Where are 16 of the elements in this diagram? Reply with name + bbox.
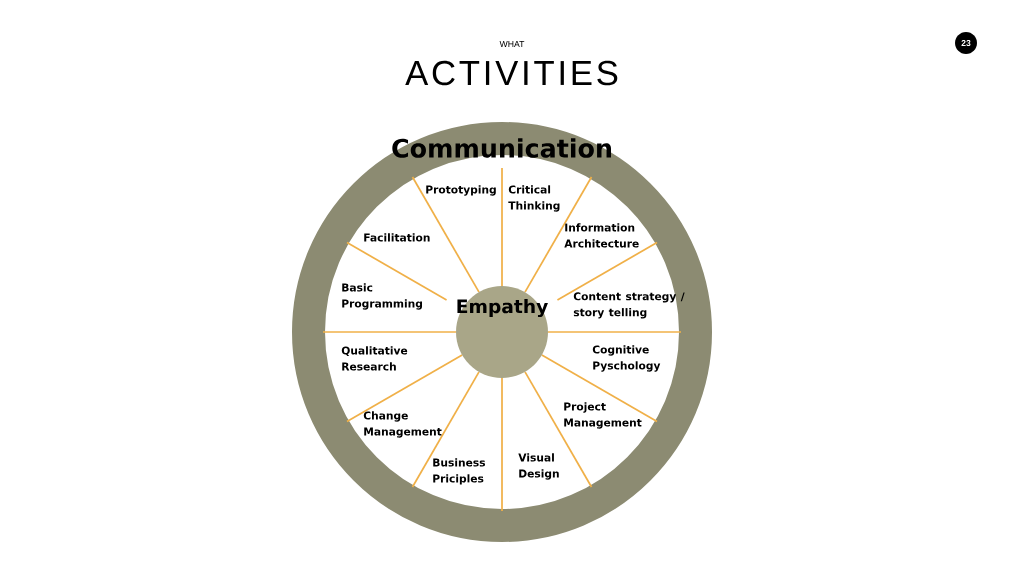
activity-label: Facilitation — [364, 233, 430, 242]
activity-label: Critical Thinking — [508, 185, 560, 212]
heading: WHAT — [499, 41, 525, 47]
activity-label: Cognitive Pyschology — [592, 345, 661, 372]
activity-label: Prototyping — [426, 185, 496, 196]
activity-label: Visual Design — [518, 453, 559, 480]
activity-label: Project Management — [564, 402, 642, 429]
activity-label: Information Architecture — [564, 223, 639, 248]
activity-label: Change Management — [363, 411, 442, 438]
activity-label: Content strategy / story telling — [573, 292, 685, 319]
activity-label: Qualitative Research — [341, 346, 408, 371]
activity-label: Basic Programming — [342, 283, 422, 310]
wheel-ring — [292, 122, 712, 542]
page-number: 23 — [955, 32, 977, 54]
title: ACTIVITIES — [405, 60, 618, 86]
activity-label: Business Priciples — [433, 458, 485, 485]
